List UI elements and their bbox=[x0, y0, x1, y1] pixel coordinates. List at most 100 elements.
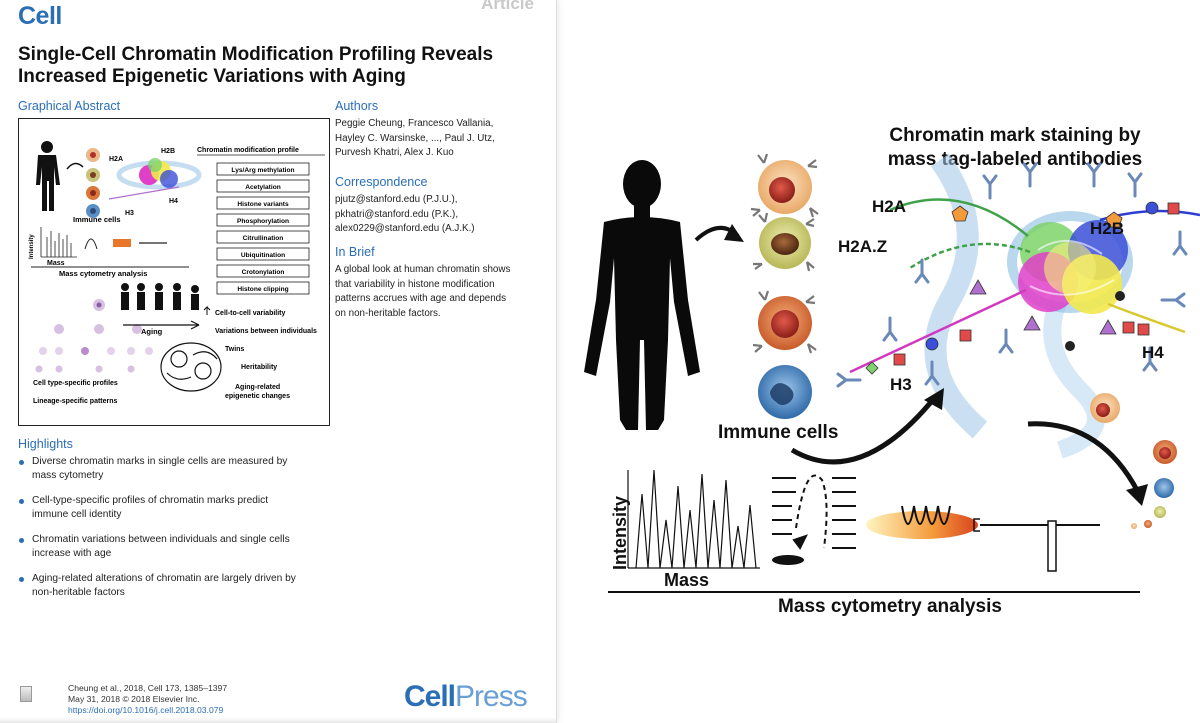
human-silhouette-icon bbox=[584, 160, 700, 430]
authors-line: Purvesh Khatri, Alex J. Kuo bbox=[335, 147, 454, 158]
ga-h2b-label: H2B bbox=[161, 148, 175, 155]
immune-cell bbox=[753, 212, 815, 272]
immune-cells-label: Immune cells bbox=[718, 422, 838, 443]
immune-cell bbox=[752, 290, 817, 354]
title-line-1: Single-Cell Chromatin Modification Profi… bbox=[18, 44, 494, 65]
profile-item-label: Crotonylation bbox=[242, 269, 285, 276]
ga-cell-to-cell-label: Cell-to-cell variability bbox=[215, 310, 286, 317]
immune-cell bbox=[750, 153, 819, 218]
in-brief-line: that variability in histone modification bbox=[335, 278, 495, 290]
graphical-abstract-heading: Graphical Abstract bbox=[18, 99, 121, 113]
plasma-torch-icon bbox=[866, 505, 1100, 572]
profile-item-label: Phosphorylation bbox=[237, 218, 289, 225]
enlarged-figure: Chromatin mark staining by mass tag-labe… bbox=[560, 0, 1200, 723]
ga-lineage-patterns-label: Lineage-specific patterns bbox=[33, 398, 118, 405]
article-tag: Article bbox=[481, 0, 534, 13]
ga-intensity-label: Intensity bbox=[29, 234, 35, 259]
profile-item-box bbox=[216, 264, 310, 278]
h2az-label: H2A.Z bbox=[838, 237, 887, 256]
mass-axis-label: Mass bbox=[664, 570, 709, 590]
highlight-item: Diverse chromatin marks in single cells … bbox=[18, 455, 328, 483]
authors-line: Hayley C. Warsinske, ..., Paul J. Utz, bbox=[335, 132, 495, 144]
citation-line: Cheung et al., 2018, Cell 173, 1385–1397 bbox=[68, 683, 228, 693]
figure-title-line-1: Chromatin mark staining by bbox=[889, 125, 1141, 146]
ga-aging-label: Aging bbox=[141, 327, 163, 336]
ga-aging-people-icon bbox=[121, 283, 199, 310]
ga-heritability-label: Heritability bbox=[241, 364, 277, 371]
page-edge bbox=[0, 717, 556, 723]
profile-item-box bbox=[216, 247, 310, 261]
article-page: Cell Article Single-Cell Chromatin Modif… bbox=[0, 0, 556, 723]
antibody-icons bbox=[836, 162, 1188, 388]
highlight-item: Chromatin variations between individuals… bbox=[18, 533, 328, 561]
correspondence-email[interactable]: alex0229@stanford.edu (A.J.K.) bbox=[335, 223, 475, 234]
cellpress-logo: CellPress bbox=[404, 680, 528, 713]
ga-immune-cells-label: Immune cells bbox=[73, 215, 121, 224]
h3-label: H3 bbox=[890, 375, 912, 394]
authors-line: Peggie Cheung, Francesco Vallania, bbox=[335, 118, 494, 129]
ga-mass-label: Mass bbox=[47, 260, 65, 267]
article-title: Single-Cell Chromatin Modification Profi… bbox=[18, 44, 548, 88]
correspondence-heading: Correspondence bbox=[335, 175, 428, 189]
in-brief-line: patterns accrues with age and depends bbox=[335, 293, 507, 304]
ga-mass-cytometry-label: Mass cytometry analysis bbox=[59, 269, 147, 278]
highlight-item: Cell-type-specific profiles of chromatin… bbox=[18, 494, 328, 522]
h2a-label: H2A bbox=[872, 197, 906, 216]
profile-item-label: Histone variants bbox=[237, 201, 289, 208]
small-immune-cells bbox=[1090, 393, 1177, 529]
profile-item-label: Ubiquitination bbox=[241, 252, 285, 259]
mass-cytometry-label: Mass cytometry analysis bbox=[778, 596, 1002, 617]
authors-heading: Authors bbox=[335, 99, 379, 113]
highlights-heading: Highlights bbox=[18, 437, 73, 451]
journal-logo: Cell bbox=[18, 2, 62, 30]
highlights-list: Diverse chromatin marks in single cells … bbox=[18, 455, 328, 611]
graphical-abstract-drawing: H2A H2B H3 H4 Immune cells Inte bbox=[29, 141, 325, 405]
profile-item-box bbox=[216, 213, 310, 227]
profile-item-box bbox=[216, 281, 310, 295]
time-of-flight-icon bbox=[772, 474, 856, 550]
ga-h3-label: H3 bbox=[125, 210, 134, 217]
doi-link[interactable]: https://doi.org/10.1016/j.cell.2018.03.0… bbox=[68, 705, 224, 715]
immune-cell-icons bbox=[86, 148, 100, 218]
profile-item-box bbox=[216, 196, 310, 210]
graphical-abstract: H2A H2B H3 H4 Immune cells Inte bbox=[18, 118, 330, 426]
immune-cell bbox=[758, 365, 812, 419]
elsevier-tree-icon bbox=[20, 686, 32, 702]
ga-lineage-tree bbox=[35, 299, 153, 373]
intensity-axis-label: Intensity bbox=[610, 496, 630, 570]
in-brief-line: on non-heritable factors. bbox=[335, 307, 441, 319]
in-brief-line: A global look at human chromatin shows bbox=[335, 264, 511, 275]
human-silhouette-icon bbox=[36, 141, 60, 211]
ga-aging-related-label-1: Aging-related bbox=[235, 384, 280, 391]
correspondence-email[interactable]: pjutz@stanford.edu (P.J.U.), bbox=[335, 194, 458, 205]
profile-item-label: Acetylation bbox=[245, 184, 281, 191]
ga-nucleosome-icon bbox=[116, 158, 202, 190]
profile-item-label: Histone clipping bbox=[237, 286, 288, 293]
correspondence-email[interactable]: pkhatri@stanford.edu (P.K.), bbox=[335, 208, 459, 220]
ga-h4-label: H4 bbox=[169, 198, 178, 205]
detector-icon bbox=[772, 555, 804, 565]
in-brief-text: A global look at human chromatin shows t… bbox=[335, 263, 540, 321]
ga-twins-label: Twins bbox=[225, 346, 244, 353]
nucleosome-icon bbox=[1007, 211, 1133, 314]
profile-item-box bbox=[216, 162, 310, 176]
ga-between-individuals-label: Variations between individuals bbox=[215, 328, 317, 335]
profile-item-label: Citrullination bbox=[243, 235, 284, 242]
correspondence-list: pjutz@stanford.edu (P.J.U.), pkhatri@sta… bbox=[335, 193, 540, 237]
authors-list: Peggie Cheung, Francesco Vallania, Hayle… bbox=[335, 117, 540, 161]
immune-cell-icons bbox=[750, 153, 819, 419]
ga-cell-type-profiles-label: Cell type-specific profiles bbox=[33, 380, 118, 387]
highlight-item: Aging-related alterations of chromatin a… bbox=[18, 572, 328, 600]
citation-block: Cheung et al., 2018, Cell 173, 1385–1397… bbox=[68, 683, 227, 716]
profile-item-box bbox=[216, 179, 310, 193]
citation-date: May 31, 2018 © 2018 Elsevier Inc. bbox=[68, 694, 200, 704]
figure-title-line-2: mass tag-labeled antibodies bbox=[888, 149, 1142, 170]
ga-profile-title: Chromatin modification profile bbox=[197, 147, 299, 154]
profile-item-label: Lys/Arg methylation bbox=[231, 167, 294, 174]
profile-item-box bbox=[216, 230, 310, 244]
modification-marks bbox=[865, 201, 1180, 375]
mass-spectrum-chart bbox=[627, 469, 760, 569]
h2b-label: H2B bbox=[1090, 219, 1124, 238]
in-brief-heading: In Brief bbox=[335, 245, 375, 259]
ga-h2a-label: H2A bbox=[109, 156, 123, 163]
